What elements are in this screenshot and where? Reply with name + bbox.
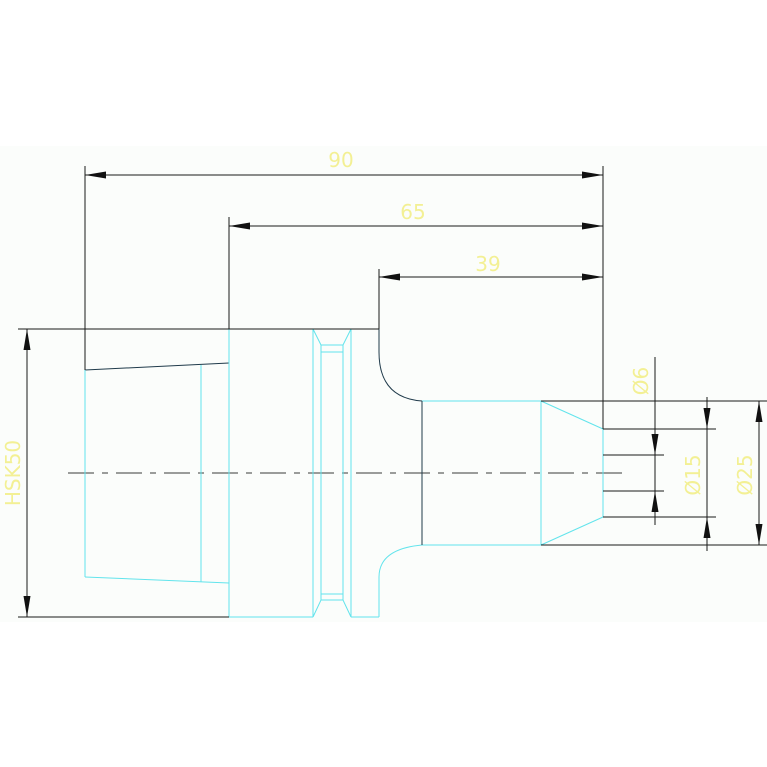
dim-text-dia6: Ø6 [629, 367, 653, 395]
v-groove-bottom [312, 599, 352, 618]
arrow-dia25-bottom [755, 524, 763, 545]
dimension-39: 39 [379, 252, 603, 281]
dimension-dia25: Ø25 [733, 401, 763, 545]
arrow-90-left [85, 171, 106, 179]
dim-text-39: 39 [475, 252, 500, 276]
dim-text-hsk50: HSK50 [1, 440, 25, 506]
arrow-hsk50-bottom [23, 596, 31, 617]
v-groove-top [312, 328, 352, 346]
arrow-dia25-top [755, 401, 763, 422]
dim-text-dia15: Ø15 [681, 454, 705, 495]
arrow-39-right [582, 273, 603, 281]
arrow-65-left [229, 222, 250, 230]
dimension-dia6: Ø6 [629, 357, 659, 525]
dim-text-65: 65 [400, 200, 425, 224]
arrow-dia15-top [703, 408, 711, 429]
front-taper-bottom [540, 516, 604, 546]
arrow-90-right [582, 171, 603, 179]
dimension-hsk50: HSK50 [1, 329, 31, 617]
bottom-fillet-arc [378, 544, 423, 578]
arrow-39-left [379, 273, 400, 281]
dim-text-dia25: Ø25 [733, 454, 757, 495]
dimension-dia15: Ø15 [681, 397, 711, 551]
part-outline [84, 328, 604, 618]
arrow-dia6-bottom [651, 491, 659, 512]
top-fillet-arc [378, 329, 423, 402]
dimension-90: 90 [85, 148, 603, 179]
arrow-hsk50-top [23, 329, 31, 350]
dim-text-90: 90 [328, 148, 353, 172]
front-taper-top [540, 400, 604, 430]
drawing-sheet [0, 146, 767, 622]
extension-lines [18, 166, 767, 618]
shank-bottom-taper-edge [84, 576, 230, 584]
dimension-65: 65 [229, 200, 603, 230]
arrow-65-right [582, 222, 603, 230]
shank-top-taper-edge [84, 362, 230, 371]
arrow-dia15-bottom [703, 517, 711, 538]
arrow-dia6-top [651, 434, 659, 455]
